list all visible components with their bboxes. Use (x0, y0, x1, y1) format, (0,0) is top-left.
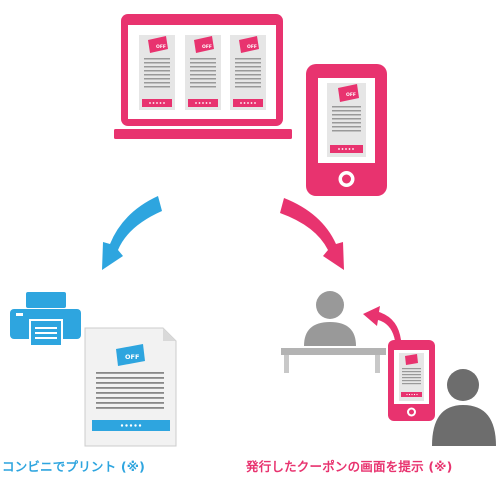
coupon-card: OFF (185, 35, 221, 110)
curved-arrow-icon (363, 306, 401, 341)
coupon-card: OFF (230, 35, 266, 110)
laptop-icon: OFF OFF (114, 14, 292, 139)
caption-show-coupon-screen: 発行したクーポンの画面を提示 (※) (246, 459, 453, 474)
curved-arrow-icon (102, 196, 162, 270)
coupon-card: OFF (139, 35, 175, 110)
smartphone-icon: OFF (306, 64, 387, 196)
coupon-card: OFF (327, 83, 366, 157)
svg-text:OFF: OFF (202, 44, 212, 50)
coupon-paper-icon: OFF (84, 327, 177, 447)
counter-icon (281, 348, 386, 373)
printer-icon (10, 292, 81, 347)
svg-text:OFF: OFF (156, 44, 166, 50)
coupon-card (399, 353, 424, 401)
smartphone-icon (388, 340, 435, 421)
svg-text:OFF: OFF (247, 44, 257, 50)
svg-text:OFF: OFF (346, 92, 356, 98)
customer-icon (432, 369, 496, 446)
curved-arrow-icon (280, 198, 344, 270)
svg-text:OFF: OFF (125, 353, 139, 361)
clerk-icon (304, 291, 356, 346)
caption-print-at-store: コンビニでプリント (※) (2, 459, 146, 474)
